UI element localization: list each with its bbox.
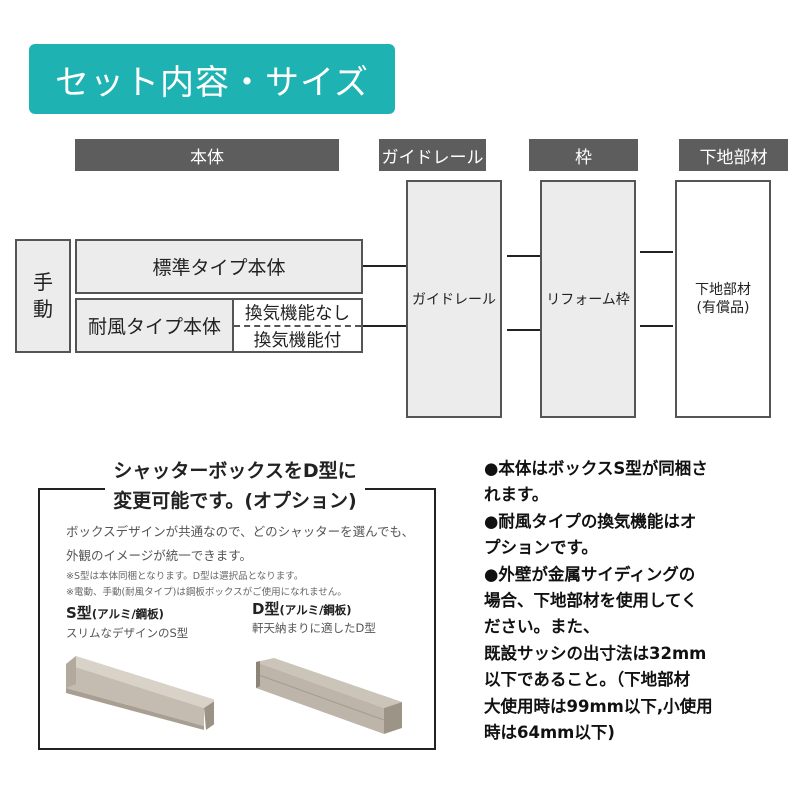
- base-material-label: 下地部材: [695, 281, 751, 298]
- manual-label-box: 手 動: [15, 239, 71, 353]
- windproof-body-label: 耐風タイプ本体: [77, 300, 234, 351]
- note-line: 時は64mm以下): [484, 723, 615, 743]
- d-type-label: D型: [252, 600, 280, 618]
- option-heading: シャッターボックスをD型に 変更可能です。(オプション): [70, 456, 400, 516]
- windproof-body-box: 耐風タイプ本体 換気機能なし 換気機能付: [75, 298, 363, 353]
- header-guide-rail: ガイドレール: [379, 139, 486, 171]
- d-type-box-image: [254, 652, 404, 734]
- d-type-material: (アルミ/鋼板): [279, 603, 352, 617]
- s-type-box-image: [64, 648, 216, 730]
- connector-line: [640, 325, 673, 327]
- option-note-1: ※S型は本体同梱となります。D型は選択品となります。: [66, 571, 304, 582]
- s-type-heading: S型(アルミ/鋼板): [66, 602, 164, 623]
- option-note-2: ※電動、手動(耐風タイプ)は鋼板ボックスがご使用になれません。: [66, 587, 347, 598]
- connector-line: [363, 325, 406, 327]
- ventilation-options: 換気機能なし 換気機能付: [234, 300, 361, 351]
- manual-char-2: 動: [33, 297, 53, 321]
- section-title: セット内容・サイズ: [29, 44, 395, 114]
- note-line: ●耐風タイプの換気機能はオ: [484, 511, 697, 531]
- s-type-material: (アルミ/鋼板): [91, 607, 164, 621]
- d-type-heading: D型(アルミ/鋼板): [252, 598, 352, 619]
- option-heading-line1: シャッターボックスをD型に: [113, 460, 357, 482]
- note-line: プションです。: [484, 538, 598, 558]
- ventilation-with: 換気機能付: [253, 331, 342, 351]
- header-frame: 枠: [529, 139, 638, 171]
- note-line: 既設サッシの出寸法は32mm: [484, 643, 707, 663]
- s-type-label: S型: [66, 604, 92, 622]
- option-description-1: ボックスデザインが共通なので、どのシャッターを選んでも、: [66, 524, 415, 539]
- connector-line: [640, 251, 673, 253]
- connector-line: [507, 329, 540, 331]
- option-description-2: 外観のイメージが統一できます。: [66, 548, 253, 563]
- standard-body-box: 標準タイプ本体: [75, 239, 363, 294]
- option-heading-line2: 変更可能です。(オプション): [105, 486, 365, 516]
- note-line: ださい。また、: [484, 617, 600, 637]
- header-base-material: 下地部材: [679, 139, 788, 171]
- note-line: れます。: [484, 485, 549, 505]
- s-type-caption: スリムなデザインのS型: [66, 626, 189, 640]
- connector-line: [363, 265, 406, 267]
- note-line: ●本体はボックスS型が同梱さ: [484, 459, 708, 478]
- note-line: 大使用時は99mm以下,小使用: [484, 696, 713, 716]
- header-body: 本体: [75, 139, 339, 171]
- d-type-caption: 軒天納まりに適したD型: [252, 621, 376, 635]
- connector-line: [507, 255, 540, 257]
- base-material-paid-label: (有償品): [696, 300, 750, 316]
- ventilation-none: 換気機能なし: [234, 300, 361, 327]
- reform-frame-box: リフォーム枠: [540, 180, 636, 418]
- note-line: 場合、下地部材を使用してく: [484, 591, 698, 611]
- base-material-box: 下地部材 (有償品): [675, 180, 771, 418]
- note-line: 以下であること。（下地部材: [484, 670, 691, 690]
- manual-char-1: 手: [33, 270, 53, 294]
- guide-rail-box: ガイドレール: [406, 180, 502, 418]
- note-line: ●外壁が金属サイディングの: [484, 564, 696, 584]
- notes-list: ●本体はボックスS型が同梱さ れます。 ●耐風タイプの換気機能はオ プションです…: [484, 456, 784, 746]
